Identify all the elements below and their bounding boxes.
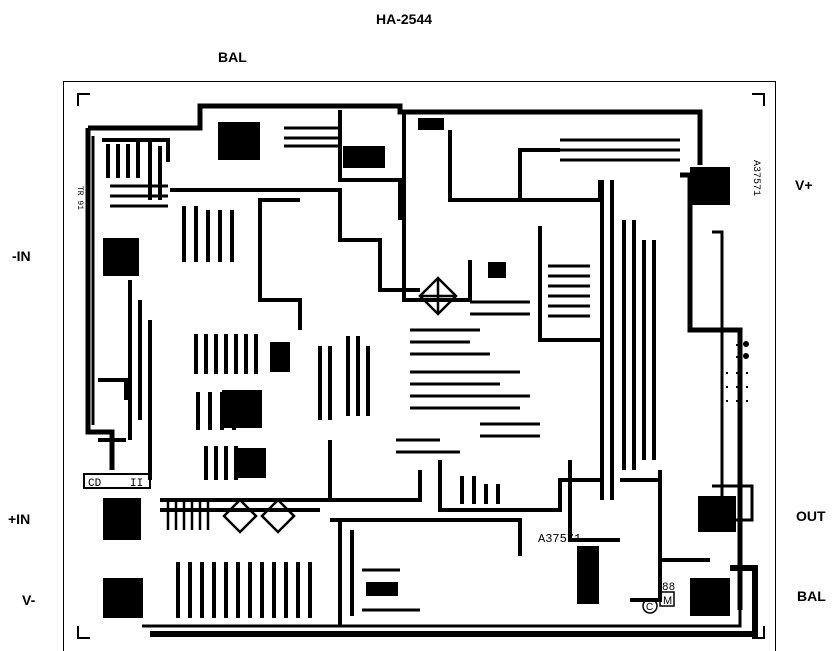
pad-minus-in [103,238,139,276]
die-c: C [646,602,653,613]
pin-label-minus-in: -IN [12,248,31,264]
die-m: M [663,595,672,607]
pin-label-v-minus: V- [22,592,36,608]
transistor-arrays [106,140,656,618]
pad-out [698,496,736,532]
pad-v-minus [103,578,143,618]
pin-label-v-plus: V+ [795,177,813,193]
pin-label-out: OUT [796,508,826,524]
bond-pads [103,118,736,618]
die-text: A37571 88 A37571 TR 91 [75,160,761,594]
corner-marks [77,93,765,639]
alignment-dots [726,341,749,402]
pad-v-plus [690,167,730,205]
solid-blocks [222,262,506,478]
die-left-code: TR 91 [75,186,84,210]
die-outline [63,81,776,651]
die-rev: 88 [662,582,675,594]
pad-plus-in [103,498,141,540]
input-structures [166,276,458,534]
resistor-lines [110,126,680,612]
chip-title: HA-2544 [376,11,433,27]
pin-label-bal-top: BAL [218,49,247,65]
pin-label-plus-in: +IN [8,511,31,527]
die-cd: CD [88,478,102,490]
pad-bal-top [218,122,260,160]
metal-rings [85,103,758,637]
die-cd-mark: II [130,478,143,490]
interconnect-traces [98,110,710,626]
pin-label-bal-bottom: BAL [797,588,826,604]
pad-bal-bottom [690,578,730,616]
die-part-number: A37571 [538,532,581,546]
die-side-code: A37571 [750,160,761,196]
